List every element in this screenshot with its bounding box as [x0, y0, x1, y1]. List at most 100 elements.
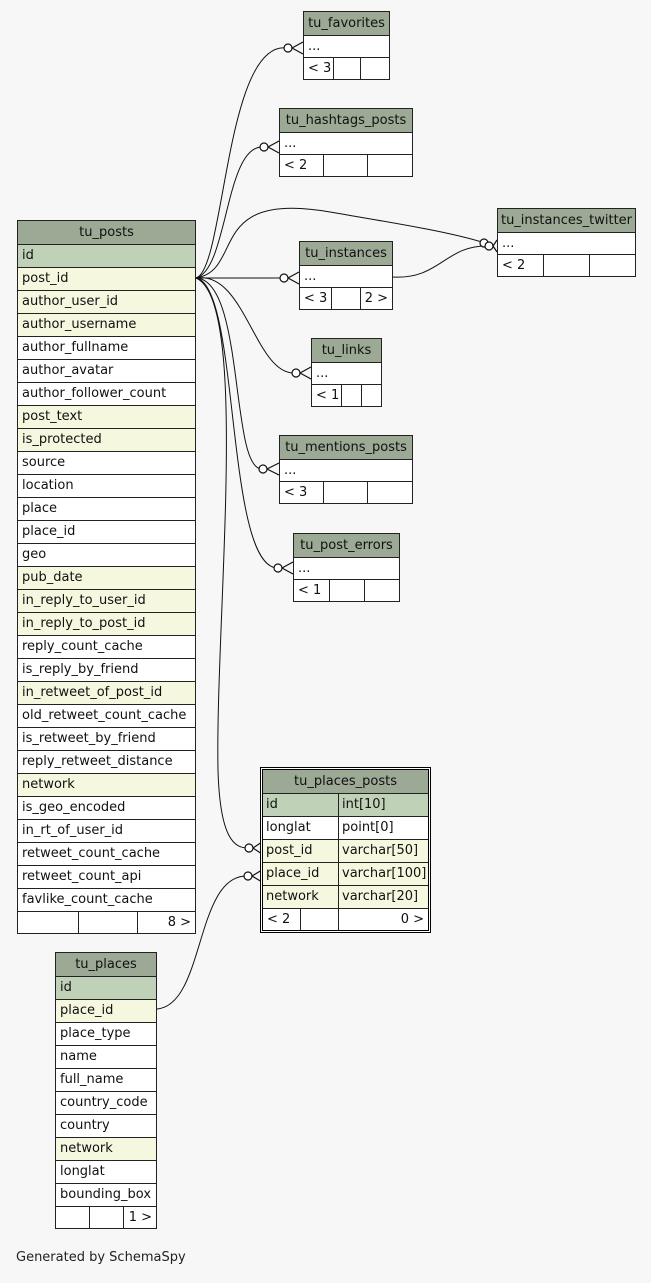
- column-row[interactable]: country: [56, 1115, 156, 1138]
- table-footer: < 3: [280, 482, 412, 503]
- table-footer: < 1: [294, 580, 399, 601]
- table-title: tu_instances_twitter: [498, 209, 635, 233]
- column-row[interactable]: bounding_box: [56, 1184, 156, 1206]
- link-posts-instances-twitter: [195, 207, 486, 279]
- table-tu-favorites[interactable]: tu_favorites ... < 3: [303, 11, 390, 80]
- column-row[interactable]: place_id: [18, 521, 195, 544]
- footer-cell: [362, 385, 381, 406]
- column-row[interactable]: location: [18, 475, 195, 498]
- collapsed-columns: ...: [304, 36, 389, 58]
- column-row[interactable]: old_retweet_count_cache: [18, 705, 195, 728]
- footer-cell: [361, 58, 389, 79]
- collapsed-columns: ...: [300, 266, 392, 288]
- column-row[interactable]: author_follower_count: [18, 383, 195, 406]
- column-row[interactable]: retweet_count_api: [18, 866, 195, 889]
- crowfoot-marker: [291, 41, 304, 55]
- column-type: int[10]: [342, 797, 386, 812]
- column-row[interactable]: author_fullname: [18, 337, 195, 360]
- column-row[interactable]: reply_retweet_distance: [18, 751, 195, 774]
- table-title: tu_places_posts: [263, 770, 428, 794]
- column-row[interactable]: in_retweet_of_post_id: [18, 682, 195, 705]
- optional-marker: [283, 43, 293, 53]
- footer-cell: < 2: [263, 909, 301, 930]
- column-row[interactable]: in_reply_to_user_id: [18, 590, 195, 613]
- footer-cell: [590, 255, 635, 276]
- column-name: post_id: [263, 840, 339, 862]
- column-row[interactable]: in_reply_to_post_id: [18, 613, 195, 636]
- column-row[interactable]: longlat: [56, 1161, 156, 1184]
- column-row[interactable]: place_type: [56, 1023, 156, 1046]
- column-row[interactable]: is_protected: [18, 429, 195, 452]
- optional-marker: [258, 464, 268, 474]
- collapsed-columns: ...: [280, 133, 412, 155]
- optional-marker: [291, 368, 301, 378]
- optional-marker: [244, 843, 254, 853]
- crowfoot-marker: [299, 366, 312, 380]
- column-row[interactable]: is_retweet_by_friend: [18, 728, 195, 751]
- column-row[interactable]: country_code: [56, 1092, 156, 1115]
- column-row[interactable]: author_username: [18, 314, 195, 337]
- footer-cell: [56, 1207, 90, 1228]
- column-row[interactable]: is_reply_by_friend: [18, 659, 195, 682]
- column-type: varchar[50]: [342, 843, 419, 858]
- column-row[interactable]: geo: [18, 544, 195, 567]
- footer-cell: < 3: [280, 482, 324, 503]
- column-row[interactable]: place_id: [56, 1000, 156, 1023]
- column-row[interactable]: place: [18, 498, 195, 521]
- column-row[interactable]: pub_date: [18, 567, 195, 590]
- footer-cell: < 1: [294, 580, 330, 601]
- footer-cell: 8 >: [167, 915, 191, 930]
- column-row[interactable]: reply_count_cache: [18, 636, 195, 659]
- table-tu-mentions-posts[interactable]: tu_mentions_posts ... < 3: [279, 435, 413, 504]
- collapsed-columns: ...: [312, 363, 381, 385]
- column-row[interactable]: name: [56, 1046, 156, 1069]
- footer-cell: [79, 912, 138, 933]
- table-tu-instances-twitter[interactable]: tu_instances_twitter ... < 2: [497, 208, 636, 277]
- table-footer: < 3: [304, 58, 389, 79]
- table-footer: < 3 2 >: [300, 288, 392, 309]
- table-title: tu_links: [312, 339, 381, 363]
- column-row[interactable]: favlike_count_cache: [18, 889, 195, 911]
- optional-marker: [484, 241, 494, 251]
- column-row[interactable]: retweet_count_cache: [18, 843, 195, 866]
- column-row[interactable]: in_rt_of_user_id: [18, 820, 195, 843]
- footer-cell: [90, 1207, 124, 1228]
- column-row[interactable]: full_name: [56, 1069, 156, 1092]
- table-title: tu_posts: [18, 221, 195, 245]
- column-row[interactable]: post_text: [18, 406, 195, 429]
- column-row[interactable]: network: [18, 774, 195, 797]
- table-tu-post-errors[interactable]: tu_post_errors ... < 1: [293, 533, 400, 602]
- column-row[interactable]: is_geo_encoded: [18, 797, 195, 820]
- column-row[interactable]: network: [56, 1138, 156, 1161]
- column-row[interactable]: id: [18, 245, 195, 268]
- link-posts-places-posts: [195, 277, 249, 849]
- table-tu-hashtags-posts[interactable]: tu_hashtags_posts ... < 2: [279, 108, 413, 177]
- footer-cell: < 3: [304, 58, 334, 79]
- column-row[interactable]: author_avatar: [18, 360, 195, 383]
- column-row[interactable]: source: [18, 452, 195, 475]
- link-posts-mentions: [195, 277, 263, 470]
- table-tu-links[interactable]: tu_links ... < 1: [311, 338, 382, 407]
- table-tu-instances[interactable]: tu_instances ... < 3 2 >: [299, 241, 393, 310]
- footer-cell: [324, 155, 368, 176]
- footer-cell: [332, 288, 361, 309]
- optional-marker: [279, 273, 289, 283]
- optional-marker: [273, 563, 283, 573]
- column-row[interactable]: author_user_id: [18, 291, 195, 314]
- column-row[interactable]: post_id: [18, 268, 195, 291]
- footer-cell: [368, 155, 412, 176]
- table-footer: < 1: [312, 385, 381, 406]
- table-title: tu_favorites: [304, 12, 389, 36]
- column-name: longlat: [263, 817, 339, 839]
- column-row[interactable]: id: [56, 977, 156, 1000]
